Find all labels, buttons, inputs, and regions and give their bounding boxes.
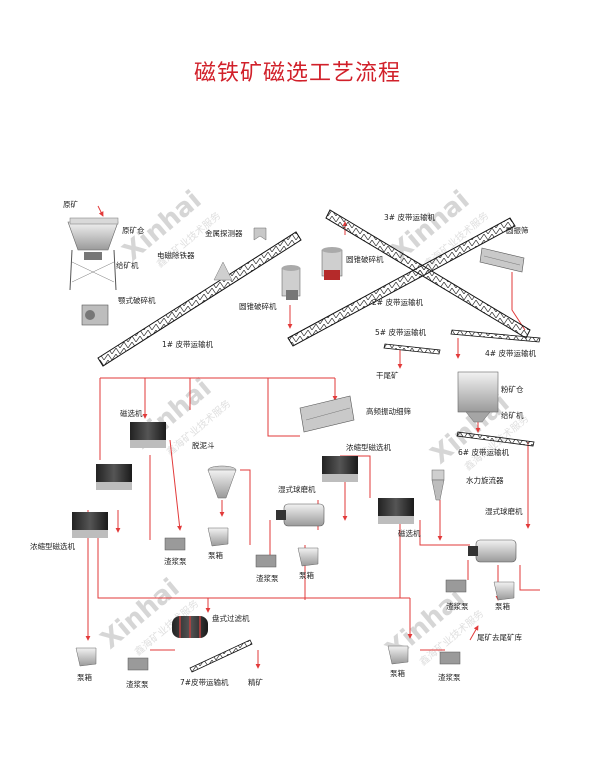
jaw-crusher: [81, 304, 109, 326]
label-pump-box-2: 泵箱: [299, 570, 314, 580]
label-magnetic-separator-top: 磁选机: [120, 408, 143, 418]
label-dry-tailings: 干尾矿: [376, 370, 399, 380]
label-concentrate: 精矿: [248, 677, 263, 687]
disc-filter-unit: [172, 616, 208, 638]
label-belt-conveyor-3: 3# 皮带运输机: [384, 212, 435, 222]
label-belt-conveyor-6: 6# 皮带运输机: [458, 447, 509, 457]
magnetic-separator-right: [378, 498, 414, 524]
diagram-title: 磁铁矿磁选工艺流程: [193, 61, 401, 86]
label-jaw-crusher: 颚式破碎机: [118, 295, 156, 305]
cone-crusher-2: [321, 247, 343, 280]
wet-ball-mill-2: [468, 539, 517, 563]
slurry-pump-3: [445, 579, 467, 593]
pump-box-2: [297, 547, 319, 567]
cone-crusher-1: [281, 265, 301, 300]
label-thickening-separator-left: 浓缩型磁选机: [30, 541, 75, 551]
pump-box-5: [387, 645, 409, 665]
pump-box-1: [207, 527, 229, 547]
label-iron-remover: 电磁除铁器: [157, 250, 195, 260]
label-vibrating-screen: 圆振筛: [506, 225, 529, 235]
label-tailings-to-pond: 尾矿去尾矿库: [477, 632, 522, 642]
pump-box-4: [75, 647, 97, 667]
label-wet-ball-mill-1: 湿式球磨机: [278, 484, 316, 494]
label-fine-ore-bin: 粉矿仓: [501, 384, 524, 394]
magnetic-separator-second: [96, 464, 132, 490]
thickening-separator-mid: [322, 456, 358, 482]
label-slurry-pump-5: 渣浆泵: [438, 672, 461, 682]
belt-conveyor-4: [450, 329, 541, 343]
iron-remover: [213, 261, 233, 281]
conveyors: [97, 209, 541, 673]
label-high-freq-screen: 高频振动细筛: [366, 406, 411, 416]
belt-conveyor-5: [383, 343, 441, 355]
slurry-pump-5: [439, 651, 461, 665]
magnetic-separator-top: [130, 422, 166, 448]
label-slurry-pump-3: 渣浆泵: [446, 601, 469, 611]
label-cone-crusher-1: 圆锥破碎机: [239, 301, 277, 311]
label-metal-detector: 金属探测器: [205, 228, 243, 238]
label-disc-filter: 盘式过滤机: [212, 613, 250, 623]
label-feeder-2: 给矿机: [501, 410, 524, 420]
equipment: [67, 217, 525, 671]
label-belt-conveyor-7: 7#皮带运输机: [180, 677, 229, 687]
slurry-pump-1: [164, 537, 186, 551]
label-magnetic-separator-right: 磁选机: [398, 528, 421, 538]
hydrocyclone-unit: [431, 469, 445, 501]
desliming-hopper: [207, 465, 237, 499]
label-raw-ore-bin: 原矿仓: [122, 225, 145, 235]
vibrating-screen: [479, 247, 525, 273]
metal-detector: [253, 227, 267, 241]
label-belt-conveyor-5: 5# 皮带运输机: [375, 327, 426, 337]
high-freq-screen: [299, 395, 355, 433]
label-belt-conveyor-4: 4# 皮带运输机: [485, 348, 536, 358]
label-belt-conveyor-1: 1# 皮带运输机: [162, 339, 213, 349]
label-thickening-separator-mid: 浓缩型磁选机: [346, 442, 391, 452]
label-pump-box-5: 泵箱: [390, 668, 405, 678]
belt-conveyor-7: [189, 639, 253, 673]
label-hydrocyclone: 水力旋流器: [466, 475, 504, 485]
label-pump-box-4: 泵箱: [77, 672, 92, 682]
label-slurry-pump-4: 渣浆泵: [126, 679, 149, 689]
slurry-pump-4: [127, 657, 149, 671]
label-pump-box-3: 泵箱: [495, 601, 510, 611]
label-raw-ore: 原矿: [63, 199, 78, 209]
label-cone-crusher-2: 圆锥破碎机: [346, 254, 384, 264]
belt-conveyor-2: [287, 217, 516, 347]
label-belt-conveyor-2: 2# 皮带运输机: [372, 297, 423, 307]
label-slurry-pump-1: 渣浆泵: [164, 556, 187, 566]
slurry-pump-2: [255, 554, 277, 568]
label-desliming-hopper: 脱泥斗: [192, 440, 215, 450]
label-pump-box-1: 泵箱: [208, 550, 223, 560]
pump-box-3: [493, 581, 515, 601]
wet-ball-mill-1: [276, 503, 325, 527]
label-feeder-1: 给矿机: [116, 260, 139, 270]
belt-conveyor-1: [97, 231, 302, 367]
thickening-separator-left: [72, 512, 108, 538]
fine-ore-bin: [457, 371, 499, 423]
belt-conveyor-6: [456, 431, 535, 447]
raw-ore-bin: [67, 217, 119, 291]
labels: 原矿 原矿仓 给矿机 颚式破碎机 金属探测器 电磁除铁器 圆锥破碎机 圆锥破碎机…: [30, 199, 536, 689]
label-wet-ball-mill-2: 湿式球磨机: [485, 506, 523, 516]
label-slurry-pump-2: 渣浆泵: [256, 573, 279, 583]
